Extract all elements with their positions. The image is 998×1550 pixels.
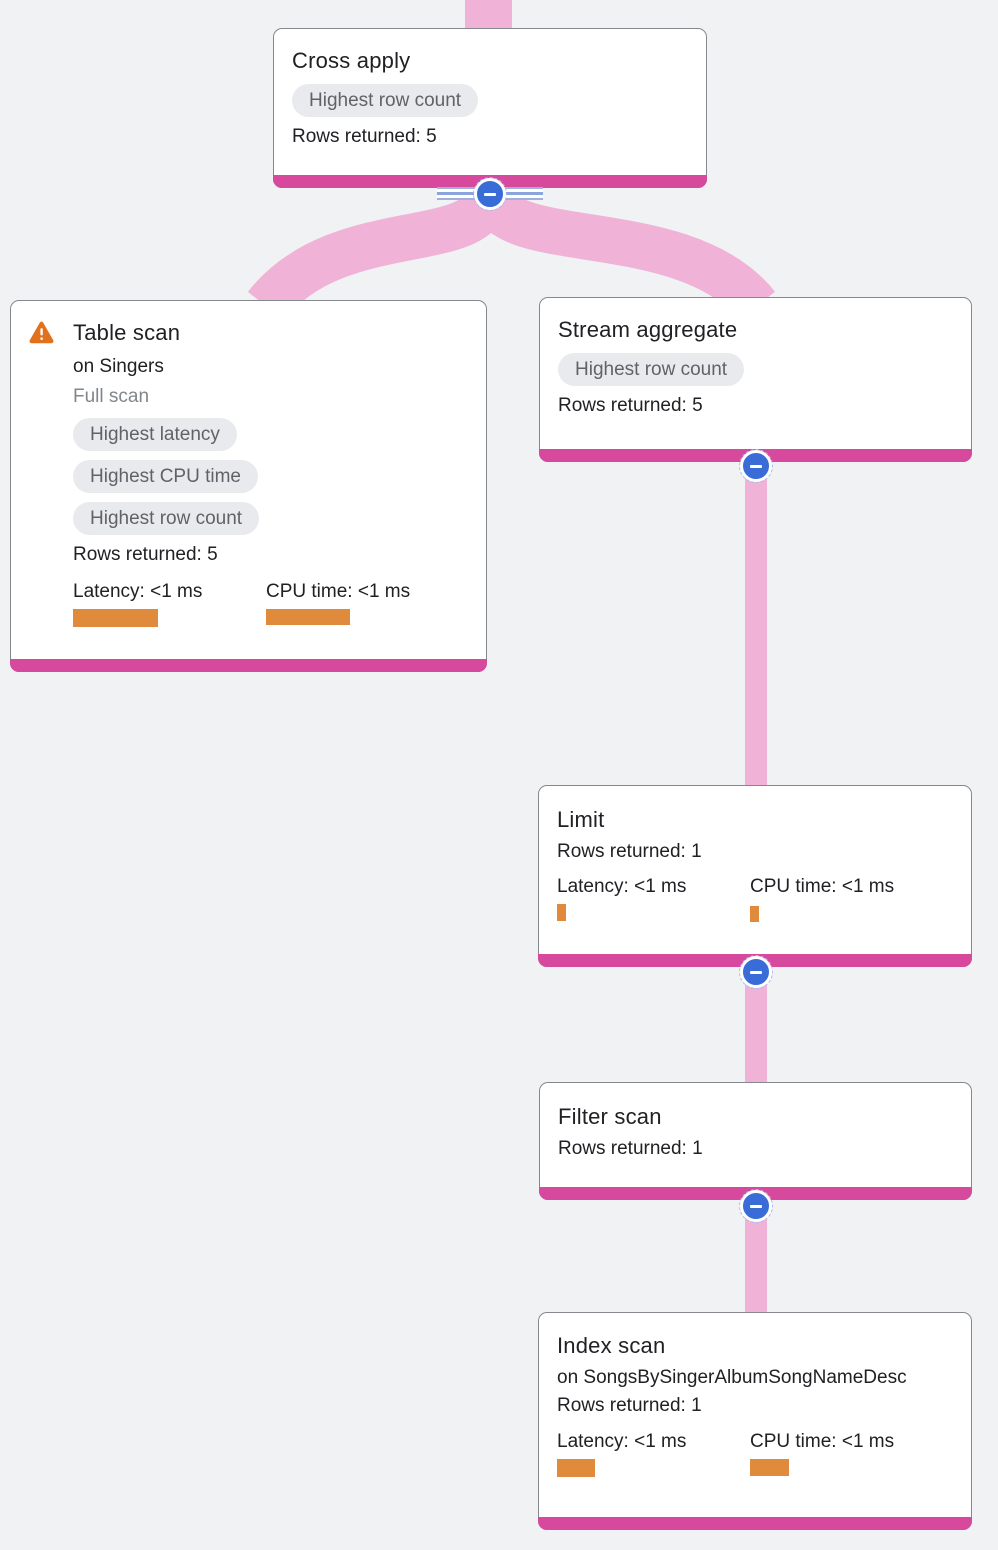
cpu-stat: CPU time: <1 ms xyxy=(750,876,894,922)
latency-stat: Latency: <1 ms xyxy=(557,876,750,922)
node-footer-bar xyxy=(10,659,487,672)
cpu-stat: CPU time: <1 ms xyxy=(266,581,410,627)
edge-stream-aggregate-to-limit xyxy=(745,460,767,790)
node-index-scan[interactable]: Index scan on SongsBySingerAlbumSongName… xyxy=(538,1312,972,1530)
latency-bar xyxy=(557,1459,595,1477)
minus-icon xyxy=(750,970,762,974)
latency-label: Latency: <1 ms xyxy=(557,1431,687,1452)
cpu-time-label: CPU time: <1 ms xyxy=(750,876,895,897)
minus-icon xyxy=(750,464,762,468)
rows-returned-label: Rows returned: 1 xyxy=(557,1395,702,1416)
warning-icon xyxy=(29,321,54,344)
latency-label: Latency: <1 ms xyxy=(557,876,687,897)
badge-highest-row-count: Highest row count xyxy=(558,353,745,386)
node-note: Full scan xyxy=(73,386,150,407)
cpu-stat: CPU time: <1 ms xyxy=(750,1431,894,1477)
collapse-button-filter-scan[interactable] xyxy=(739,1189,773,1223)
badge-highest-row-count: Highest row count xyxy=(292,84,479,117)
node-subtitle: on Singers xyxy=(73,356,164,377)
collapse-button-limit[interactable] xyxy=(739,955,773,989)
node-limit[interactable]: Limit Rows returned: 1 Latency: <1 ms CP… xyxy=(538,785,972,967)
latency-bar xyxy=(557,904,566,921)
node-stream-aggregate[interactable]: Stream aggregate Highest row count Rows … xyxy=(539,297,972,462)
node-title: Limit xyxy=(557,807,605,832)
node-footer-bar xyxy=(538,1517,972,1530)
node-subtitle: on SongsBySingerAlbumSongNameDesc xyxy=(557,1367,907,1388)
node-title: Table scan xyxy=(73,320,181,345)
node-title: Cross apply xyxy=(292,48,411,73)
node-title: Stream aggregate xyxy=(558,317,738,342)
latency-stat: Latency: <1 ms xyxy=(557,1431,750,1477)
rows-returned-label: Rows returned: 1 xyxy=(557,841,702,862)
edge-cross-apply-to-stream-aggregate xyxy=(470,189,776,322)
minus-icon xyxy=(750,1204,762,1208)
rows-returned-label: Rows returned: 1 xyxy=(558,1138,703,1159)
rows-returned-label: Rows returned: 5 xyxy=(292,126,437,147)
badge-highest-latency: Highest latency xyxy=(73,418,237,451)
node-title: Filter scan xyxy=(558,1104,662,1129)
rows-returned-label: Rows returned: 5 xyxy=(558,395,703,416)
edge-filter-scan-to-index-scan xyxy=(745,1198,767,1318)
edge-limit-to-filter-scan xyxy=(745,965,767,1087)
latency-stat: Latency: <1 ms xyxy=(73,581,266,627)
latency-bar xyxy=(73,609,158,627)
latency-label: Latency: <1 ms xyxy=(73,581,203,602)
collapse-button-cross-apply[interactable] xyxy=(473,177,507,211)
node-filter-scan[interactable]: Filter scan Rows returned: 1 xyxy=(539,1082,972,1200)
cpu-time-bar xyxy=(266,609,350,625)
cpu-time-bar xyxy=(750,906,759,922)
node-title: Index scan xyxy=(557,1333,666,1358)
cpu-time-label: CPU time: <1 ms xyxy=(266,581,411,602)
node-table-scan[interactable]: Table scan on Singers Full scan Highest … xyxy=(10,300,487,672)
cpu-time-bar xyxy=(750,1459,789,1476)
badge-highest-row-count: Highest row count xyxy=(73,502,260,535)
cpu-time-label: CPU time: <1 ms xyxy=(750,1431,895,1452)
badge-highest-cpu-time: Highest CPU time xyxy=(73,460,258,493)
node-cross-apply[interactable]: Cross apply Highest row count Rows retur… xyxy=(273,28,707,188)
collapse-button-stream-aggregate[interactable] xyxy=(739,449,773,483)
edge-cross-apply-to-table-scan xyxy=(247,189,510,322)
rows-returned-label: Rows returned: 5 xyxy=(73,544,218,565)
minus-icon xyxy=(484,192,496,196)
